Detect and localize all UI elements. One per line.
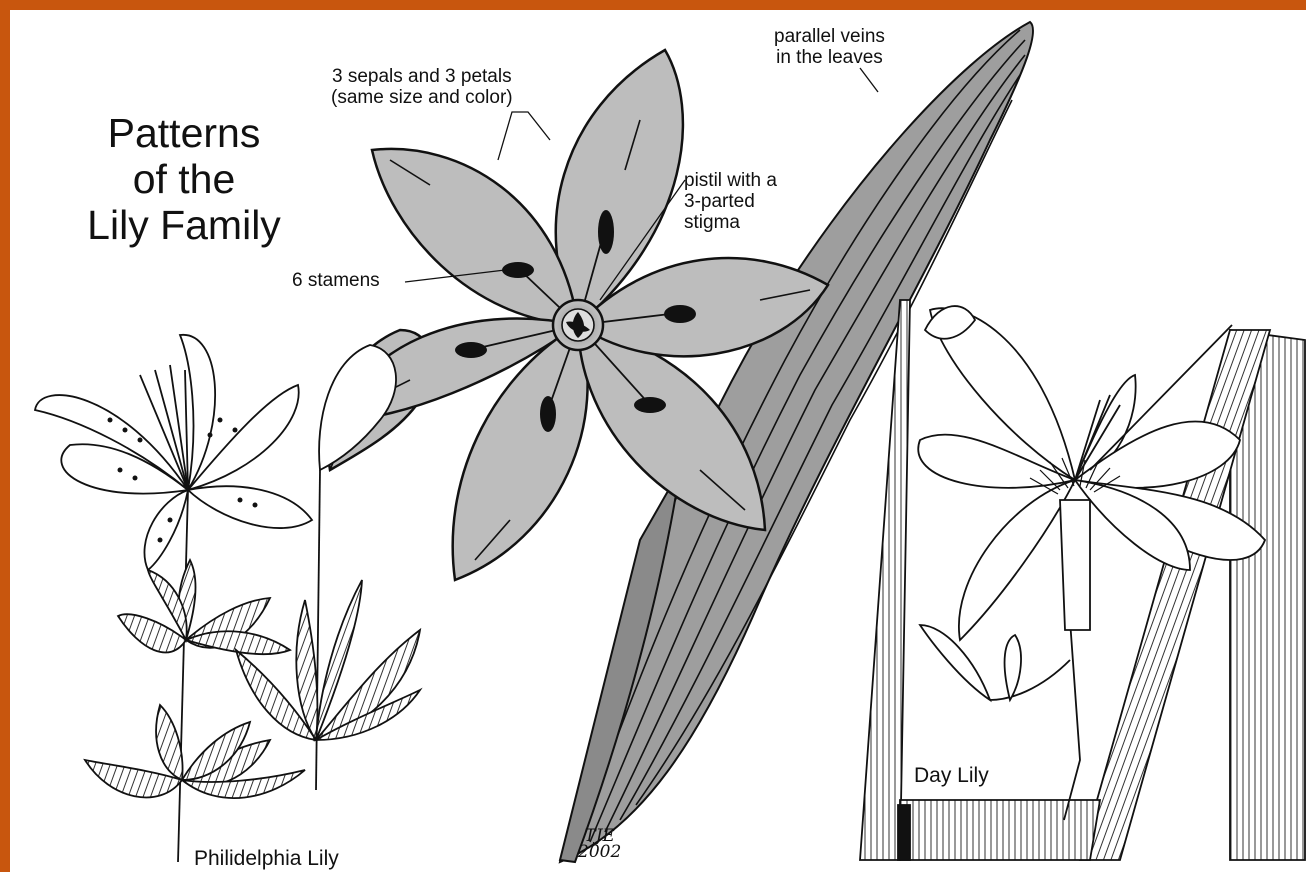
label-philadelphia-lily: Philidelphia Lily [194, 847, 339, 871]
label-parallel-veins: parallel veins in the leaves [774, 26, 885, 68]
label-philadelphia-lily-text: Philidelphia Lily [194, 847, 339, 870]
label-stamens-text: 6 stamens [292, 270, 380, 291]
title-line-2: of the [133, 156, 236, 202]
label-sepals-petals-line-1: 3 sepals and 3 petals [332, 66, 512, 87]
title-line-1: Patterns [108, 110, 261, 156]
label-pistil-line-3: stigma [684, 212, 740, 233]
label-stamens: 6 stamens [292, 270, 380, 291]
signature-year: 2002 [578, 842, 621, 862]
title-line-3: Lily Family [87, 202, 281, 248]
label-parallel-veins-line-2: in the leaves [776, 47, 883, 68]
label-day-lily-text: Day Lily [914, 764, 989, 787]
label-pistil-line-2: 3-parted [684, 191, 755, 212]
label-sepals-petals: 3 sepals and 3 petals (same size and col… [331, 66, 513, 108]
label-sepals-petals-line-2: (same size and color) [331, 87, 513, 108]
label-parallel-veins-line-1: parallel veins [774, 26, 885, 47]
label-pistil: pistil with a 3-parted stigma [684, 170, 777, 233]
label-day-lily: Day Lily [912, 764, 991, 788]
diagram-title: Patterns of the Lily Family [66, 110, 302, 248]
label-pistil-line-1: pistil with a [684, 170, 777, 191]
